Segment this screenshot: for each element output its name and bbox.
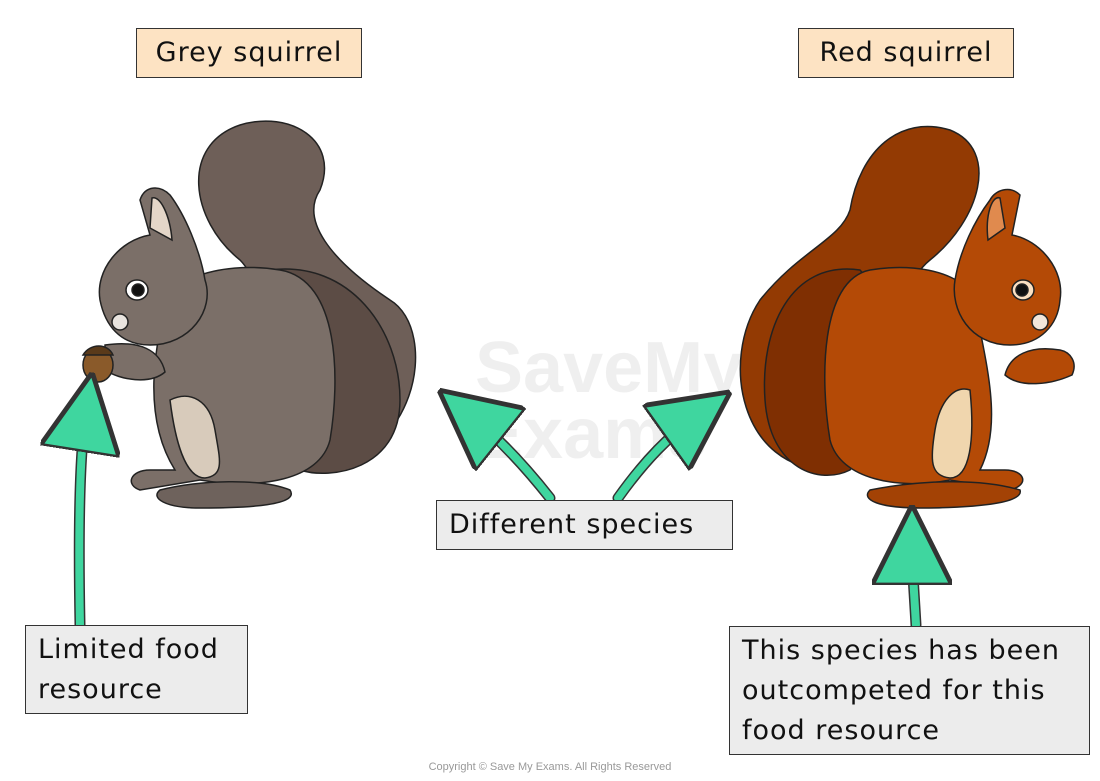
arrow-to-grey	[470, 415, 556, 504]
outcompeted-label: This species has been outcompeted for th…	[729, 626, 1090, 755]
arrow-to-red-food	[912, 545, 916, 631]
arrows	[79, 412, 916, 631]
copyright: Copyright © Save My Exams. All Rights Re…	[428, 761, 672, 773]
red-squirrel-illustration	[739, 125, 1075, 509]
red-squirrel-label: Red squirrel	[798, 28, 1014, 78]
arrow-to-red	[612, 415, 698, 504]
different-species-label: Different species	[436, 500, 733, 550]
arrow-to-acorn	[79, 412, 86, 631]
grey-squirrel-illustration	[81, 120, 417, 509]
grey-squirrel-label: Grey squirrel	[136, 28, 362, 78]
limited-food-label: Limited food resource	[25, 625, 248, 714]
